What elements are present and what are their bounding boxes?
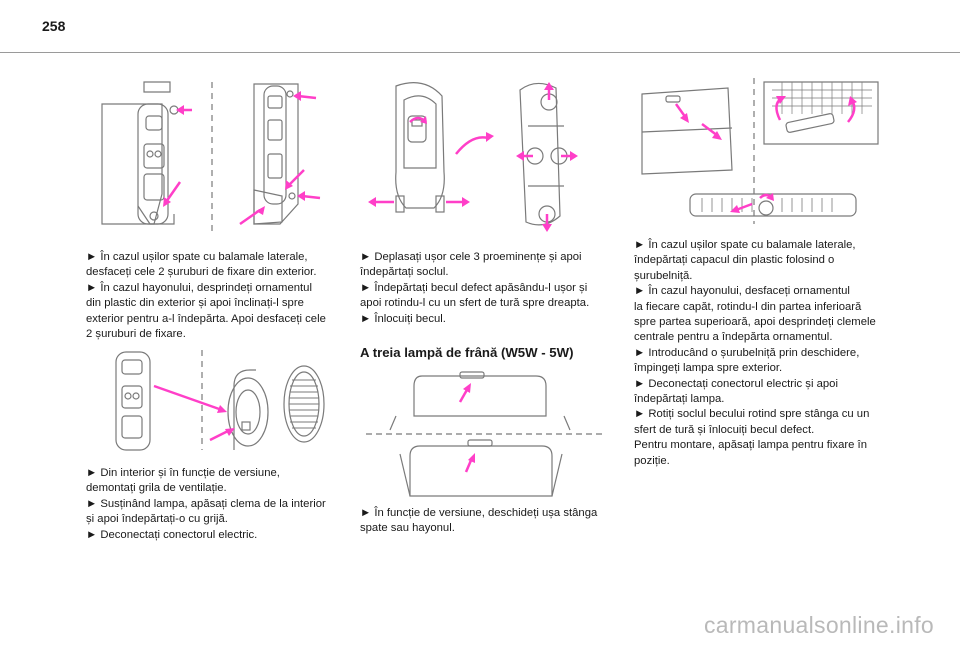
text-line: șurubelniță. — [634, 269, 693, 282]
text-line: din plastic din exterior și apoi înclina… — [86, 297, 304, 310]
col3-text-block1: ► În cazul ușilor spate cu balamale late… — [634, 238, 896, 469]
col1-text-block2: ► Din interior și în funcție de versiune… — [86, 466, 348, 543]
text-line: ► Înlocuiți becul. — [360, 312, 446, 325]
figure-bulb-socket — [360, 76, 610, 236]
figure-brake-lamp-removal — [632, 74, 884, 230]
col1-text-block1: ► În cazul ușilor spate cu balamale late… — [86, 250, 348, 342]
figure-rear-lamp-screws — [84, 74, 332, 238]
figure-third-brake-lamp — [360, 368, 610, 498]
text-line: spre partea superioară, apoi desprindeți… — [634, 316, 876, 329]
text-line: ► În cazul ușilor spate cu balamale late… — [634, 239, 856, 251]
text-line: ► Deconectați conectorul electric. — [86, 528, 258, 541]
text-line: ► Susținând lampa, apăsați clema de la i… — [86, 497, 326, 510]
col2-text-block1: ► Deplasați ușor cele 3 proeminențe și a… — [360, 250, 622, 327]
text-line: ► În cazul hayonului, desfaceți ornament… — [634, 285, 850, 298]
text-line: desfaceți cele 2 șuruburi de fixare din … — [86, 266, 317, 279]
text-line: spate sau hayonul. — [360, 522, 455, 535]
text-line: Pentru montare, apăsați lampa pentru fix… — [634, 439, 867, 452]
text-line: demontați grila de ventilație. — [86, 482, 227, 495]
text-line: ► În cazul ușilor spate cu balamale late… — [86, 251, 308, 263]
text-line: ► În cazul hayonului, desprindeți orname… — [86, 281, 312, 294]
text-line: centrale pentru a îndepărta ornamentul. — [634, 331, 833, 344]
text-line: împingeți lampa spre exterior. — [634, 362, 783, 375]
watermark: carmanualsonline.info — [703, 612, 934, 638]
col2-text-block2: ► În funcție de versiune, deschideți ușa… — [360, 506, 622, 537]
text-line: ► În funcție de versiune, deschideți ușa… — [360, 507, 598, 519]
text-line: îndepărtați soclul. — [360, 266, 449, 279]
text-line: și apoi îndepărtați-o cu grijă. — [86, 513, 228, 526]
text-line: îndepărtați lampa. — [634, 393, 725, 406]
text-line: apoi rotindu-l cu un sfert de tură spre … — [360, 297, 590, 310]
page-number: 258 — [42, 18, 66, 34]
text-line: ► Din interior și în funcție de versiune… — [86, 467, 280, 479]
text-line: la fiecare capăt, rotindu-l din partea i… — [634, 300, 862, 313]
text-line: exterior pentru a-l îndepărta. Apoi desf… — [86, 312, 326, 325]
text-line: 2 șuruburi de fixare. — [86, 328, 186, 341]
text-line: ► Deplasați ușor cele 3 proeminențe și a… — [360, 251, 582, 263]
text-line: îndepărtați capacul din plastic folosind… — [634, 254, 835, 267]
text-line: ► Deconectați conectorul electric și apo… — [634, 377, 838, 390]
text-line: poziție. — [634, 454, 670, 467]
figure-ventilation-grille — [84, 346, 332, 454]
text-line: ► Îndepărtați becul defect apăsându-l uș… — [360, 281, 588, 294]
section-title: A treia lampă de frână (W5W - 5W) — [360, 345, 574, 360]
text-line: sfert de tură și înlocuiți becul defect. — [634, 423, 815, 436]
text-line: ► Rotiți soclul becului rotind spre stân… — [634, 408, 870, 421]
text-line: ► Introducând o șurubelniță prin deschid… — [634, 346, 860, 359]
header-rule — [0, 52, 960, 53]
